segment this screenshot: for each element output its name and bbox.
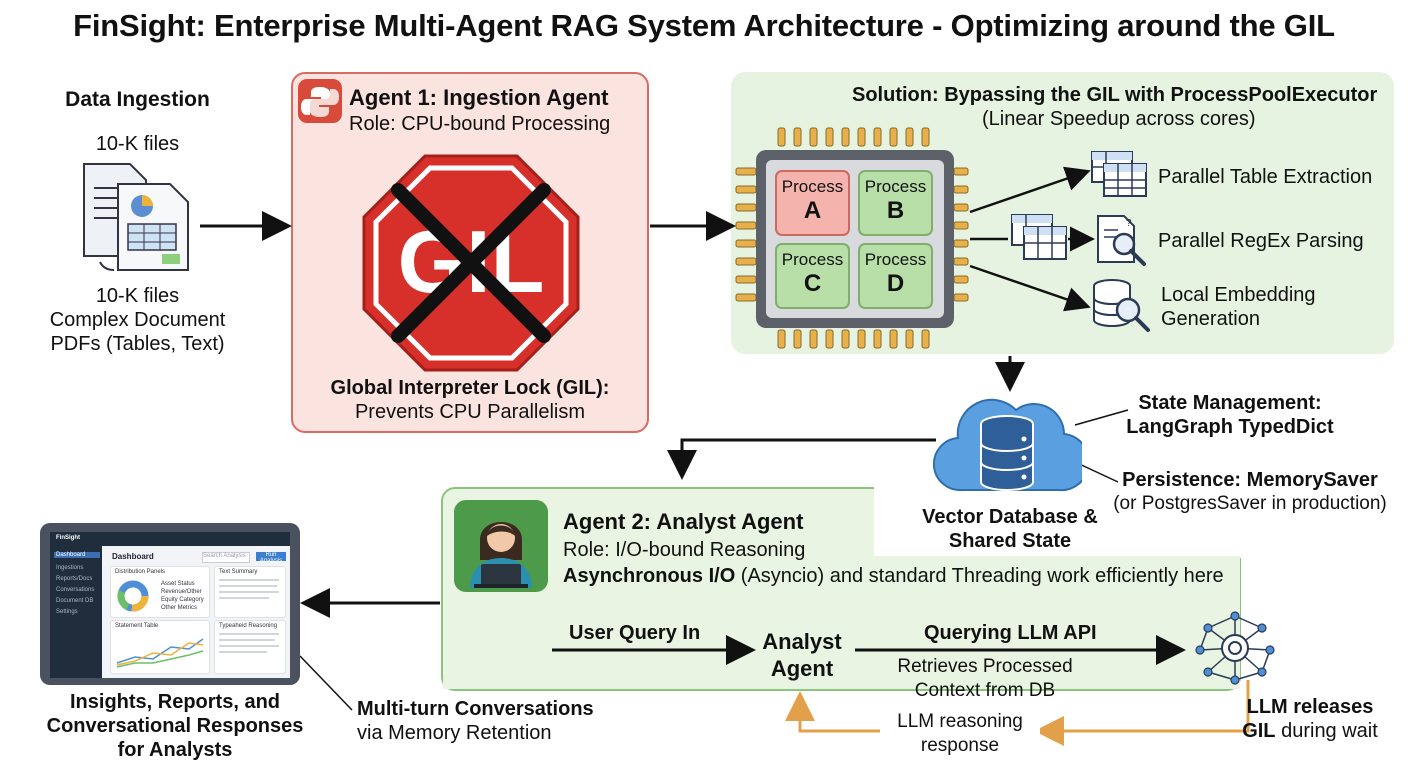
dashboard-nav-item: Ingestions [56,565,84,571]
agent1-caption: Prevents CPU Parallelism [354,401,586,423]
persistence-label: Persistence: MemorySaver [1122,469,1378,491]
dashboard-run-button: Run Analysis [256,552,286,564]
leader-state-mgmt [1074,409,1129,426]
llm-release-label-2: GIL during wait [1242,720,1378,742]
output-label-1: Insights, Reports, and [69,691,281,713]
dashboard-card: Typeaheid Reasoning [214,620,286,674]
regex-search-doc-icon: ? [1097,215,1146,266]
svg-text:?: ? [1126,218,1132,229]
arrow-llm-return [1034,680,1250,746]
dashboard-card: Text Summary [214,566,286,618]
vector-db-label-1: Vector Database & [922,506,1098,528]
page-title: FinSight: Enterprise Multi-Agent RAG Sys… [73,8,1335,43]
line-chart-icon [116,638,204,668]
document-files-icon [83,163,189,271]
analyst-agent-label-2: Agent [770,656,834,681]
dashboard-brand: FinSight [56,535,80,541]
dashboard-nav-item: Settings [56,609,78,615]
dashboard-screenshot: FinSight Dashboard Ingestions Reports/Do… [50,532,290,678]
agent2-role: Role: I/O-bound Reasoning [563,539,806,561]
output-table-extraction: Parallel Table Extraction [1158,166,1373,188]
persistence-sub-label: (or PostgresSaver in production) [1113,493,1387,514]
python-logo-icon [298,79,342,123]
dashboard-card: Statement Table [110,620,210,674]
arrow-db-to-agent2 [667,438,936,480]
ingestion-bottom-label-3: PDFs (Tables, Text) [50,333,225,355]
state-management-label-2: LangGraph TypedDict [1126,416,1334,438]
analyst-agent-label-1: Analyst [762,629,842,654]
solution-subtitle: (Linear Speedup across cores) [982,108,1256,130]
dashboard-header: Dashboard [112,552,154,561]
multi-turn-sub-label: via Memory Retention [357,722,552,744]
ingestion-top-label: 10-K files [95,133,180,155]
dashboard-nav-item: Conversations [56,587,95,593]
table-extraction-icon [1091,151,1147,197]
llm-reasoning-label-1: LLM reasoning [880,710,1040,734]
dashboard-nav-item: Dashboard [54,552,100,558]
ingestion-heading: Data Ingestion [65,88,210,111]
arrow-chip-table [969,166,1091,214]
llm-reasoning-label-2: response [920,735,1000,756]
multi-turn-label: Multi-turn Conversations [357,698,594,720]
dashboard-nav-item: Document DB [56,598,94,604]
dashboard-card: Distribution Panels Asset Status Revenue… [110,566,210,618]
leader-multiturn [299,655,353,711]
output-local-embedding: Local Embedding [1161,284,1316,306]
output-label-3: for Analysts [117,739,233,761]
arrow-return-to-agent [785,691,888,733]
llm-release-label-1: LLM releases [1246,696,1374,718]
leader-persistence [1074,461,1119,483]
ingestion-bottom-label-2: Complex Document [49,309,226,331]
cloud-database-icon [933,398,1082,492]
agent1-title: Agent 1: Ingestion Agent [349,85,609,110]
output-generation: Generation [1161,308,1260,330]
user-query-label: User Query In [569,622,701,644]
table-split-icon [1011,214,1067,260]
agent2-title: Agent 2: Analyst Agent [563,509,804,534]
retrieves-label-2: Context from DB [914,680,1056,701]
solution-title: Solution: Bypassing the GIL with Process… [852,84,1378,106]
database-search-icon [1093,279,1150,332]
output-label-2: Conversational Responses [46,715,304,737]
gil-stop-sign-icon: GIL [362,154,580,372]
querying-llm-label: Querying LLM API [924,622,1097,644]
ingestion-bottom-label-1: 10-K files [95,285,180,307]
agent2-async-note: Asynchronous I/O (Asyncio) and standard … [563,565,1224,587]
llm-neural-network-icon [1195,611,1275,685]
agent1-role: Role: CPU-bound Processing [349,113,611,135]
dashboard-search: Search Analysis [202,552,250,563]
dashboard-nav-item: Reports/Docs [56,576,93,582]
dashboard-sidebar: FinSight Dashboard Ingestions Reports/Do… [50,532,102,678]
agent1-caption-bold: Global Interpreter Lock (GIL): [330,377,610,399]
donut-chart-icon [117,580,149,612]
state-management-label-1: State Management: [1138,392,1322,414]
analyst-avatar-icon [454,500,548,592]
retrieves-label-1: Retrieves Processed [897,656,1073,677]
vector-db-label-2: Shared State [948,530,1072,552]
output-regex-parsing: Parallel RegEx Parsing [1158,230,1364,252]
arrow-chip-embed [969,264,1091,312]
